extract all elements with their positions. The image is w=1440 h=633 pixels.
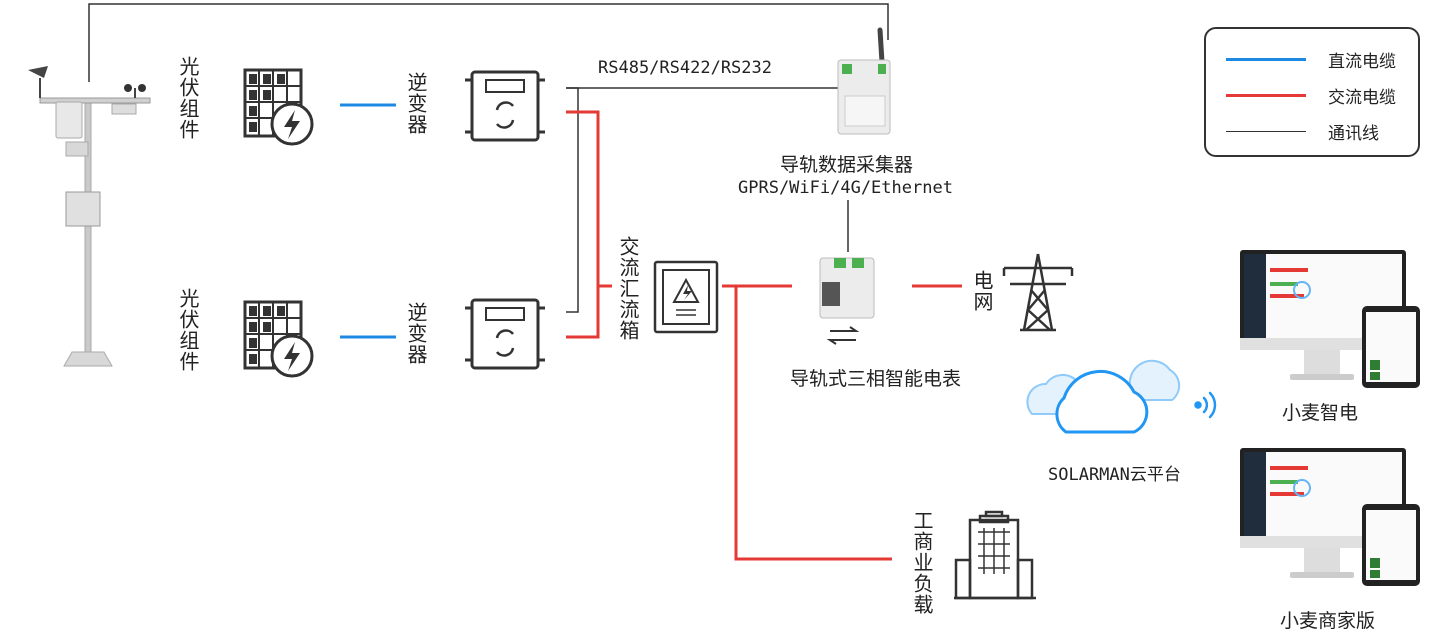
legend-item-dc: 直流电缆 (1226, 49, 1396, 72)
legend-swatch-dc (1226, 57, 1306, 61)
legend-swatch-comm (1226, 130, 1306, 132)
wifi-signal-icon (1194, 391, 1217, 419)
legend: 直流电缆 交流电缆 通讯线 (1204, 27, 1420, 157)
combiner-box-icon (653, 260, 719, 334)
inverter-icon-top (465, 70, 545, 142)
grid-label: 电网 (970, 270, 994, 312)
legend-swatch-ac (1226, 93, 1306, 97)
solar-panel-icon-bottom (243, 300, 314, 378)
comm-line-inv-top (566, 87, 579, 313)
cloud-label: SOLARMAN云平台 (1048, 465, 1181, 485)
pv-label-top: 光伏组件 (176, 56, 200, 140)
data-collector-icon (837, 27, 891, 135)
dc-lines (340, 103, 396, 339)
load-label: 工商业负载 (910, 510, 934, 615)
collector-network-label: GPRS/WiFi/4G/Ethernet (738, 178, 953, 198)
inverter-label-top: 逆变器 (404, 72, 428, 135)
transmission-tower-icon (1002, 253, 1074, 332)
combiner-label: 交流汇流箱 (616, 236, 640, 341)
protocol-label: RS485/RS422/RS232 (598, 58, 772, 78)
inverter-icon-bottom (465, 298, 545, 370)
smart-meter-icon (819, 257, 875, 345)
legend-item-ac: 交流电缆 (1226, 85, 1396, 108)
collector-label: 导轨数据采集器 (780, 154, 914, 176)
legend-label-ac: 交流电缆 (1328, 87, 1396, 108)
legend-label-dc: 直流电缆 (1328, 51, 1396, 72)
app-label-bottom: 小麦商家版 (1280, 610, 1376, 632)
meter-label: 导轨式三相智能电表 (790, 368, 962, 390)
solar-panel-icon-top (243, 68, 314, 146)
legend-item-comm: 通讯线 (1226, 121, 1379, 144)
comm-line-weather (88, 3, 889, 82)
building-icon (954, 510, 1036, 600)
weather-station-icon (28, 66, 151, 367)
comm-lines (88, 3, 889, 313)
ac-line-inv-top (566, 110, 600, 339)
tablet-icon-bottom (1362, 504, 1420, 586)
cloud-icon (1026, 359, 1181, 434)
ac-lines (566, 110, 962, 561)
ac-line-load (734, 286, 892, 561)
inverter-label-bottom: 逆变器 (404, 302, 428, 365)
pv-label-bottom: 光伏组件 (176, 288, 200, 372)
legend-label-comm: 通讯线 (1328, 123, 1379, 144)
app-label-top: 小麦智电 (1282, 402, 1359, 424)
tablet-icon-top (1362, 306, 1420, 388)
